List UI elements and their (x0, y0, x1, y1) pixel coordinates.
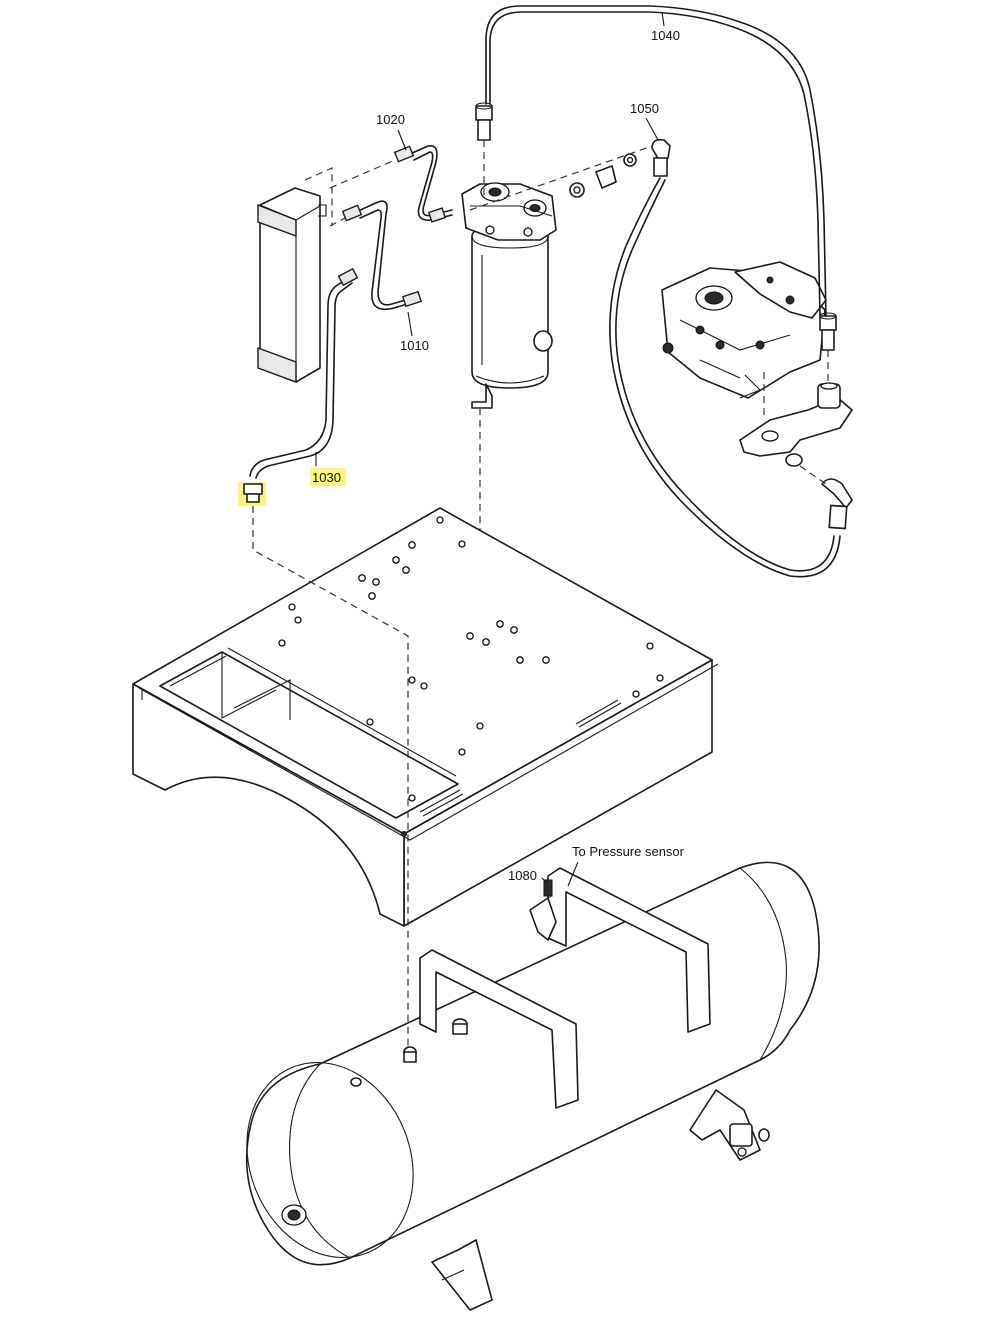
callout-1020: 1020 (376, 112, 407, 151)
svg-text:1030: 1030 (312, 470, 341, 485)
callout-1040: 1040 (651, 11, 680, 43)
base-frame-holes (278, 516, 664, 802)
receiver-ports (350, 879, 557, 1087)
svg-text:1010: 1010 (400, 338, 429, 353)
hose-1030 (238, 267, 359, 506)
head-fittings (569, 153, 637, 198)
hose-1050 (609, 177, 841, 578)
separator-head (461, 182, 557, 241)
svg-text:1020: 1020 (376, 112, 405, 127)
air-end-dash-leaders (763, 350, 829, 485)
cooler-dash-leaders (304, 159, 396, 227)
callout-1050: 1050 (630, 101, 659, 141)
callout-1030: 1030 (310, 452, 346, 486)
callout-1010: 1010 (400, 311, 429, 353)
base-dash-leaders (252, 506, 551, 1046)
svg-text:1040: 1040 (651, 28, 680, 43)
callout-1080: 1080 (508, 868, 549, 885)
hose-1010 (341, 200, 423, 311)
oil-cooler (257, 187, 327, 384)
intake-valve (739, 382, 853, 467)
fitting-top (475, 102, 493, 141)
base-frame (132, 507, 719, 927)
receiver-tank (245, 861, 820, 1311)
hose-1040 (485, 5, 827, 317)
svg-text:1050: 1050 (630, 101, 659, 116)
separator-tank (471, 225, 553, 409)
air-end-fittings (819, 312, 853, 530)
hose-1020 (393, 145, 453, 223)
fitting-1050 (651, 138, 671, 177)
pressure-sensor-note: To Pressure sensor (567, 844, 685, 887)
svg-text:To Pressure sensor: To Pressure sensor (572, 844, 685, 859)
air-end (661, 261, 827, 399)
receiver-bands (419, 867, 711, 1109)
svg-text:1080: 1080 (508, 868, 537, 883)
